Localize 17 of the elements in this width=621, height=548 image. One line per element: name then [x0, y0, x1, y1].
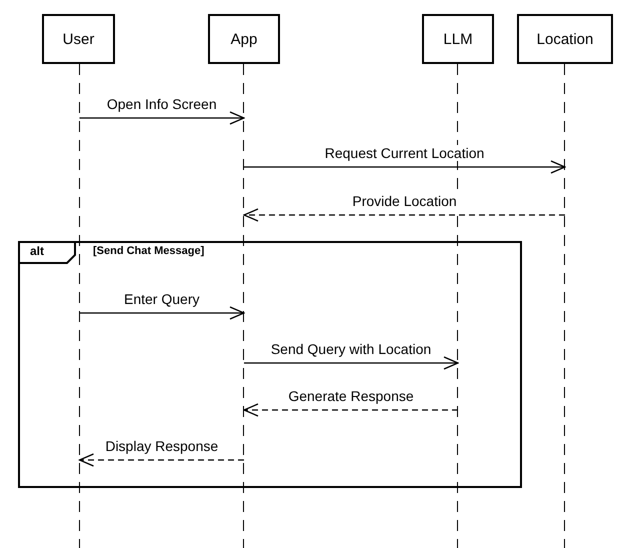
message-arrow: [244, 356, 459, 370]
lifeline: [78, 64, 80, 548]
frame-operator: alt: [30, 244, 44, 258]
message-arrow: [243, 208, 565, 222]
message-arrow: [80, 111, 245, 125]
message-arrow: [78, 453, 244, 467]
participant-box: LLM: [422, 14, 494, 64]
lifeline: [243, 64, 245, 548]
participant-box: App: [208, 14, 280, 64]
participant-box: Location: [517, 14, 613, 64]
lifeline: [457, 64, 459, 548]
message-arrow: [243, 403, 458, 417]
guard-condition: [Send Chat Message]: [93, 245, 204, 257]
message-arrow: [244, 160, 566, 174]
participant-box: User: [42, 14, 115, 64]
message-arrow: [80, 306, 245, 320]
lifeline: [564, 64, 566, 548]
